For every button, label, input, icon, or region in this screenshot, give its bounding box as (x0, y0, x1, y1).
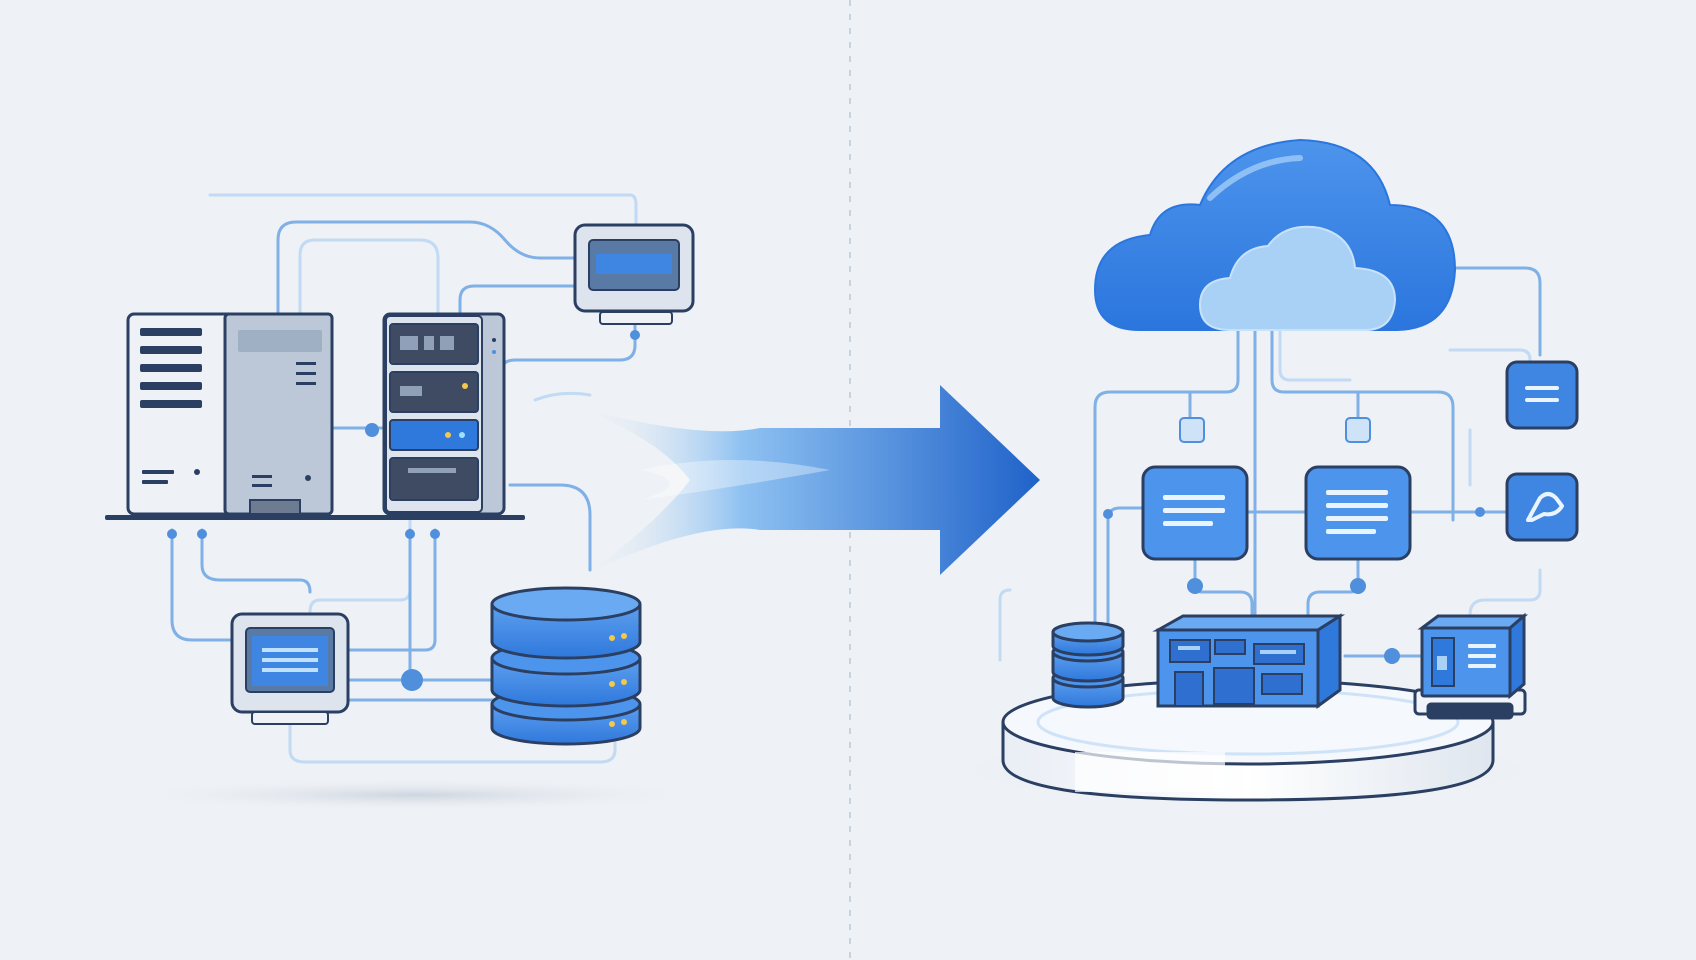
connection-nodes (167, 330, 640, 691)
migration-arrow (580, 385, 1040, 575)
junction-square (1345, 417, 1371, 443)
monitor-icon (573, 223, 695, 325)
junction-square (1179, 417, 1205, 443)
cloud-icon (1093, 138, 1457, 331)
ground-shadow (120, 779, 710, 811)
platform-icon (938, 678, 1558, 804)
database-icon (1051, 621, 1125, 709)
link-icon (1505, 472, 1579, 542)
database-icon (490, 586, 642, 746)
on-premise-cluster (105, 193, 710, 811)
server-module-icon (1413, 612, 1529, 720)
server-shelf (105, 515, 525, 520)
cloud-cluster (938, 138, 1579, 804)
datacenter-building-icon (1152, 613, 1346, 709)
tower-server-icon (126, 312, 334, 516)
service-card-icon (1141, 465, 1249, 561)
list-icon (1505, 360, 1579, 430)
monitor-icon (230, 612, 350, 725)
service-card-icon (1304, 465, 1412, 561)
rack-server-icon (382, 312, 506, 516)
cloud-connection-nodes (1103, 507, 1485, 664)
